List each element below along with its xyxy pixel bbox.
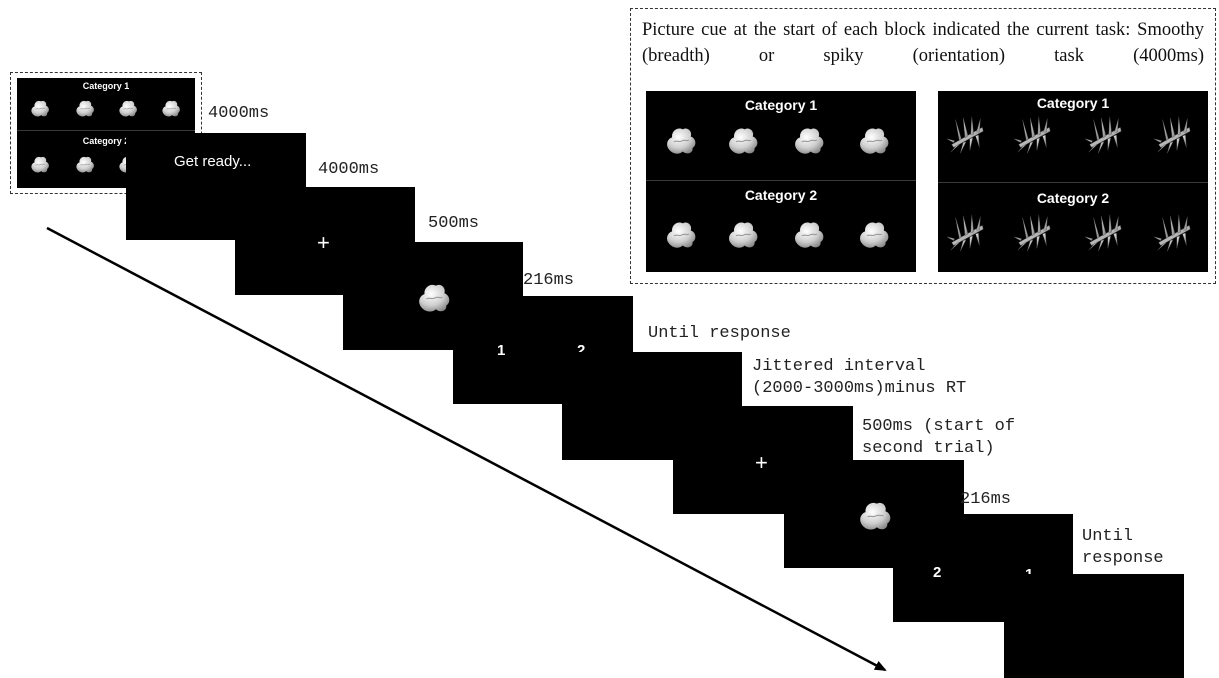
spiky-divider: [938, 182, 1208, 183]
time-arrow-line: [46, 226, 887, 672]
spiky-stimulus-icon: [946, 115, 988, 155]
timing-fixation-2: 500ms (start of second trial): [862, 417, 1016, 458]
smoothy-category-2-label: Category 2: [744, 187, 818, 203]
smoothy-cue-screen: Category 1 Category 2: [646, 91, 916, 272]
spiky-stimulus-icon: [1153, 115, 1195, 155]
smoothy-blob-icon: [725, 218, 761, 250]
timing-stimulus: 216ms: [523, 271, 575, 290]
smoothy-blob-icon: [663, 218, 699, 250]
small-cue-divider: [17, 130, 195, 131]
smoothy-blob-icon: [791, 124, 827, 156]
smoothy-blob-icon: [856, 124, 892, 156]
smoothy-stimulus-icon: [415, 280, 453, 314]
spiky-stimulus-icon: [1013, 115, 1055, 155]
spiky-cue-screen: Category 1 Category 2: [938, 91, 1208, 272]
response-key-left: 1: [497, 342, 506, 359]
smoothy-category-1-label: Category 1: [744, 97, 818, 113]
small-cue-blob-icon: [29, 98, 51, 118]
final-blank-screen: [1004, 574, 1184, 678]
spiky-category-2-label: Category 2: [1036, 190, 1110, 206]
smoothy-blob-icon: [856, 218, 892, 250]
smoothy-blob-icon: [791, 218, 827, 250]
spiky-category-1-label: Category 1: [1036, 95, 1110, 111]
spiky-stimulus-icon: [1013, 213, 1055, 253]
timing-stimulus-2: 216ms: [960, 490, 1012, 509]
fixation-cross-2: +: [755, 450, 768, 475]
small-cue-blob-icon: [74, 154, 96, 174]
timing-response-2: Until response: [1082, 527, 1164, 568]
small-cue-blob-icon: [117, 98, 139, 118]
smoothy-blob-icon: [725, 124, 761, 156]
small-cue-blob-icon: [160, 98, 182, 118]
smoothy-blob-icon: [663, 124, 699, 156]
timing-fixation: 500ms: [428, 214, 480, 233]
response-key-right: 2: [577, 342, 586, 359]
spiky-stimulus-icon: [1153, 213, 1195, 253]
timing-get-ready: 4000ms: [318, 160, 380, 179]
timing-jitter: Jittered interval (2000-3000ms)minus RT: [752, 357, 967, 398]
spiky-stimulus-icon: [1084, 115, 1126, 155]
smoothy-divider: [646, 180, 916, 181]
small-cue-blob-icon: [29, 154, 51, 174]
timing-response: Until response: [648, 324, 791, 343]
get-ready-text: Get ready...: [174, 153, 252, 170]
small-cue-blob-icon: [74, 98, 96, 118]
smoothy-stimulus-icon: [856, 498, 894, 532]
small-cue-category-1-label: Category 1: [82, 81, 130, 91]
spiky-stimulus-icon: [1084, 213, 1126, 253]
cue-panel-caption: Picture cue at the start of each block i…: [642, 20, 1204, 66]
timing-cue: 4000ms: [208, 104, 270, 123]
small-cue-category-2-label: Category 2: [82, 136, 130, 146]
response-key-left-2: 2: [933, 564, 942, 581]
fixation-cross: +: [317, 230, 330, 255]
cue-panel-frame: [630, 8, 1216, 284]
spiky-stimulus-icon: [946, 213, 988, 253]
